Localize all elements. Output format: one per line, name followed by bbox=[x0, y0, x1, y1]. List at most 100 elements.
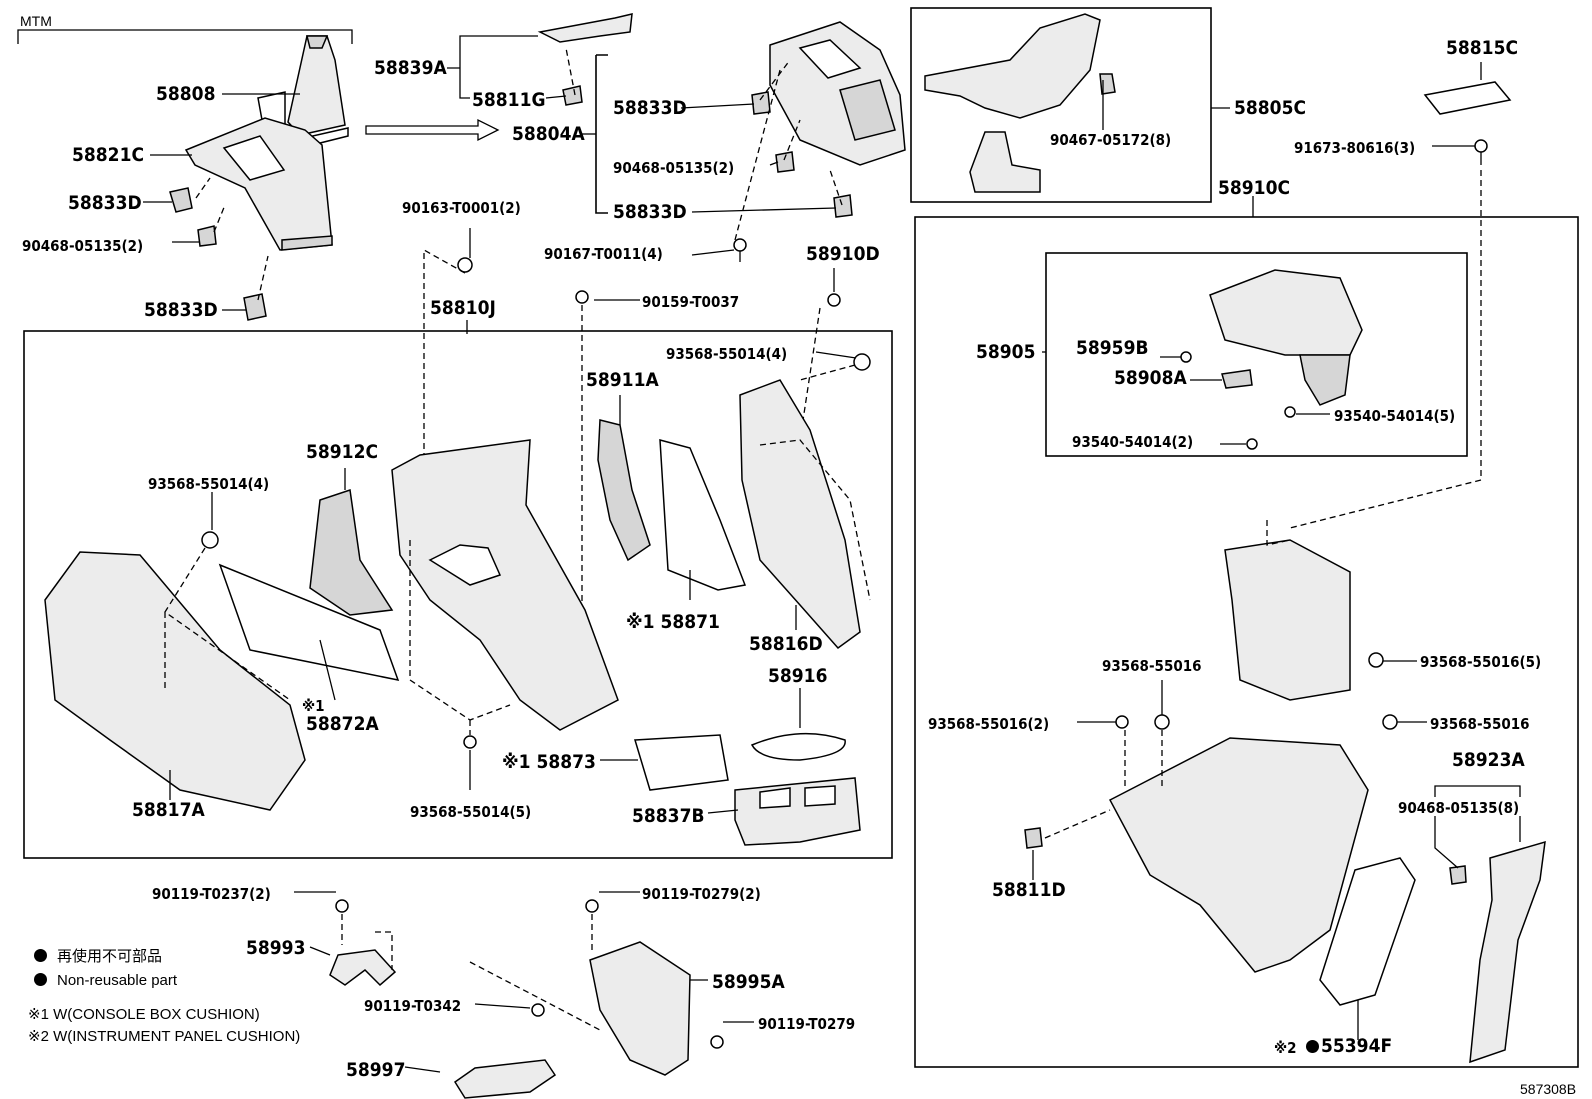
callout-58997[interactable]: 58997 bbox=[346, 1059, 406, 1081]
legend-non-reusable-jp: 再使用不可部品 bbox=[34, 948, 162, 966]
callout-note2-55394f: ※2 bbox=[1274, 1039, 1297, 1057]
callout-58910c[interactable]: 58910C bbox=[1218, 177, 1291, 199]
assembly-box-58905 bbox=[1045, 252, 1468, 457]
callout-93540-a[interactable]: 93540-54014(5) bbox=[1334, 407, 1456, 425]
callout-58821c[interactable]: 58821C bbox=[72, 144, 145, 166]
callout-58833d-a[interactable]: 58833D bbox=[68, 192, 142, 214]
callout-58995a[interactable]: 58995A bbox=[712, 971, 785, 993]
bracket-58839a bbox=[537, 13, 633, 43]
callout-58839a[interactable]: 58839A bbox=[374, 57, 447, 79]
callout-58811g[interactable]: 58811G bbox=[472, 89, 546, 111]
frame-58810j bbox=[391, 439, 619, 731]
clip-58811d bbox=[1024, 827, 1043, 849]
screw-90159 bbox=[575, 290, 589, 304]
clip-90468-c bbox=[1449, 865, 1467, 885]
screw-90167 bbox=[733, 238, 747, 252]
leader-lines bbox=[143, 35, 1521, 1073]
callout-93568-55014-b[interactable]: 93568-55014(4) bbox=[148, 475, 270, 493]
callout-58905[interactable]: 58905 bbox=[976, 341, 1036, 363]
screw-93568-55014-b bbox=[201, 531, 219, 549]
hinge-58908a bbox=[1221, 369, 1253, 389]
callout-90167[interactable]: 90167-T0011(4) bbox=[544, 245, 663, 263]
cushion-55394f bbox=[1319, 857, 1416, 1006]
clip-58833d-d bbox=[833, 194, 853, 218]
legend-non-reusable-en: Non-reusable part bbox=[34, 972, 177, 990]
screw-58959b bbox=[1180, 351, 1192, 363]
callout-58912c[interactable]: 58912C bbox=[306, 441, 379, 463]
clip-90468-b bbox=[775, 151, 795, 173]
clip-90467 bbox=[1099, 73, 1116, 95]
callout-58873[interactable]: ※1 58873 bbox=[502, 751, 596, 773]
callout-58916[interactable]: 58916 bbox=[768, 665, 828, 687]
callout-58908a[interactable]: 58908A bbox=[1114, 367, 1187, 389]
callout-93540-b[interactable]: 93540-54014(2) bbox=[1072, 433, 1194, 451]
legend-note1: ※1 W(CONSOLE BOX CUSHION) bbox=[28, 1006, 260, 1023]
callout-90119-t0237[interactable]: 90119-T0237(2) bbox=[152, 885, 271, 903]
callout-58959b[interactable]: 58959B bbox=[1076, 337, 1149, 359]
callout-91673[interactable]: 91673-80616(3) bbox=[1294, 139, 1416, 157]
callout-58815c[interactable]: 58815C bbox=[1446, 37, 1519, 59]
clip-58833d-a bbox=[169, 187, 193, 213]
callout-93568-55016-a[interactable]: 93568-55016(5) bbox=[1420, 653, 1542, 671]
diagram-code: 587308B bbox=[1520, 1081, 1577, 1097]
callout-58816d[interactable]: 58816D bbox=[749, 633, 823, 655]
callout-90119-t0279-b[interactable]: 90119-T0279 bbox=[758, 1015, 856, 1033]
callout-58911a[interactable]: 58911A bbox=[586, 369, 659, 391]
screw-93568-55016-c bbox=[1115, 715, 1129, 729]
callout-93568-55016-c[interactable]: 93568-55016(2) bbox=[928, 715, 1050, 733]
assembly-box-center bbox=[23, 330, 893, 859]
assembly-box-58805c bbox=[910, 7, 1212, 203]
ring-58916 bbox=[750, 732, 846, 761]
boot-58805c bbox=[969, 131, 1041, 193]
screw-90119-t0342 bbox=[531, 1003, 545, 1017]
callout-55394f[interactable]: 55394F bbox=[1306, 1036, 1392, 1056]
callout-90468-b[interactable]: 90468-05135(2) bbox=[613, 159, 735, 177]
screw-93568-55014-a bbox=[853, 353, 871, 371]
clip-58833d-b bbox=[243, 293, 267, 321]
bracket-58993 bbox=[329, 949, 397, 987]
bracket-58997 bbox=[453, 1059, 557, 1099]
callout-90119-t0279-a[interactable]: 90119-T0279(2) bbox=[642, 885, 761, 903]
screw-90119-t0279-b bbox=[710, 1035, 724, 1049]
callout-58811d[interactable]: 58811D bbox=[992, 879, 1066, 901]
callout-93568-55016-d[interactable]: 93568-55016 bbox=[1430, 715, 1530, 733]
callout-58910d[interactable]: 58910D bbox=[806, 243, 880, 265]
callout-58833d-d[interactable]: 58833D bbox=[613, 201, 687, 223]
upper-panel-58805c bbox=[924, 13, 1101, 119]
callout-58837b[interactable]: 58837B bbox=[632, 805, 705, 827]
clip-58811g bbox=[562, 85, 583, 106]
callout-93568-55014-a[interactable]: 93568-55014(4) bbox=[666, 345, 788, 363]
shift-bezel-part bbox=[184, 117, 333, 251]
holder-58837b bbox=[734, 777, 861, 846]
callout-58833d-b[interactable]: 58833D bbox=[144, 299, 218, 321]
screw-93568-55016-a bbox=[1368, 652, 1384, 668]
callout-58923a[interactable]: 58923A bbox=[1452, 749, 1525, 771]
callout-note1-58872a: ※1 bbox=[302, 697, 325, 715]
callout-90467[interactable]: 90467-05172(8) bbox=[1050, 131, 1172, 149]
callout-90163[interactable]: 90163-T0001(2) bbox=[402, 199, 521, 217]
callout-58817a[interactable]: 58817A bbox=[132, 799, 205, 821]
callout-58872a[interactable]: 58872A bbox=[306, 713, 379, 735]
callout-90468-c[interactable]: 90468-05135(8) bbox=[1398, 799, 1520, 817]
callout-93568-55014-c[interactable]: 93568-55014(5) bbox=[410, 803, 532, 821]
non-reusable-dot-icon bbox=[34, 949, 47, 962]
screw-93568-55014-c bbox=[463, 735, 477, 749]
callout-90468-a[interactable]: 90468-05135(2) bbox=[22, 237, 144, 255]
callout-58833d-c[interactable]: 58833D bbox=[613, 97, 687, 119]
callout-58810j[interactable]: 58810J bbox=[430, 297, 496, 319]
side-panel-58817a bbox=[44, 551, 306, 811]
mat-58873 bbox=[634, 734, 729, 791]
screw-90119-t0237 bbox=[335, 899, 349, 913]
callout-58993[interactable]: 58993 bbox=[246, 937, 306, 959]
callout-90119-t0342[interactable]: 90119-T0342 bbox=[364, 997, 462, 1015]
clip-58833d-c bbox=[751, 91, 771, 115]
clip-90468-a bbox=[197, 225, 217, 247]
callout-58808[interactable]: 58808 bbox=[156, 83, 216, 105]
callout-90159[interactable]: 90159-T0037 bbox=[642, 293, 740, 311]
callout-58871[interactable]: ※1 58871 bbox=[626, 611, 720, 633]
non-reusable-dot-icon bbox=[34, 973, 47, 986]
callout-58805c[interactable]: 58805C bbox=[1234, 97, 1307, 119]
callout-58804a[interactable]: 58804A bbox=[512, 123, 585, 145]
callout-93568-55016-b[interactable]: 93568-55016 bbox=[1102, 657, 1202, 675]
